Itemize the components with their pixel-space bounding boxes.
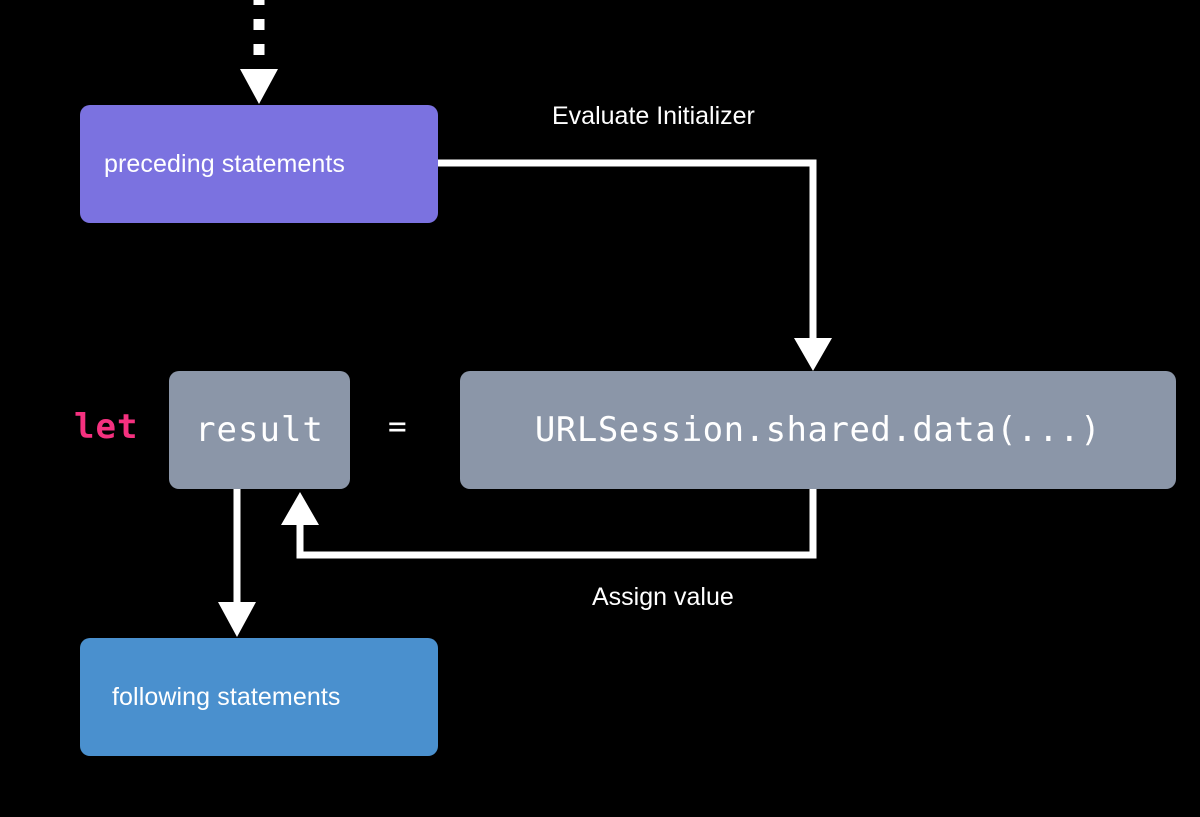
edge-evaluate-arrowhead [794, 338, 832, 371]
edge-entry-dotted [240, 0, 278, 104]
node-following-statements[interactable]: following statements [80, 638, 438, 756]
edge-assign-value [281, 489, 817, 559]
node-initializer-expression-label: URLSession.shared.data(...) [534, 410, 1102, 450]
node-following-statements-label: following statements [112, 682, 341, 711]
edge-evaluate-line [438, 159, 817, 339]
node-result-variable[interactable]: result [169, 371, 350, 489]
edge-label-evaluate-initializer: Evaluate Initializer [552, 102, 755, 130]
edge-evaluate-initializer [438, 159, 832, 371]
node-preceding-statements-label: preceding statements [104, 149, 346, 178]
edge-label-assign-value: Assign value [592, 583, 734, 611]
edge-assign-line [296, 489, 817, 559]
code-keyword-let: let [74, 407, 139, 447]
node-result-variable-label: result [195, 410, 324, 450]
edge-assign-arrowhead [281, 492, 319, 525]
code-assignment-operator: = [388, 409, 407, 445]
edge-continue-arrowhead [218, 602, 256, 637]
node-preceding-statements[interactable]: preceding statements [80, 105, 438, 223]
edge-continue-flow [218, 489, 256, 637]
node-initializer-expression[interactable]: URLSession.shared.data(...) [460, 371, 1176, 489]
edge-entry-arrowhead [240, 69, 278, 104]
